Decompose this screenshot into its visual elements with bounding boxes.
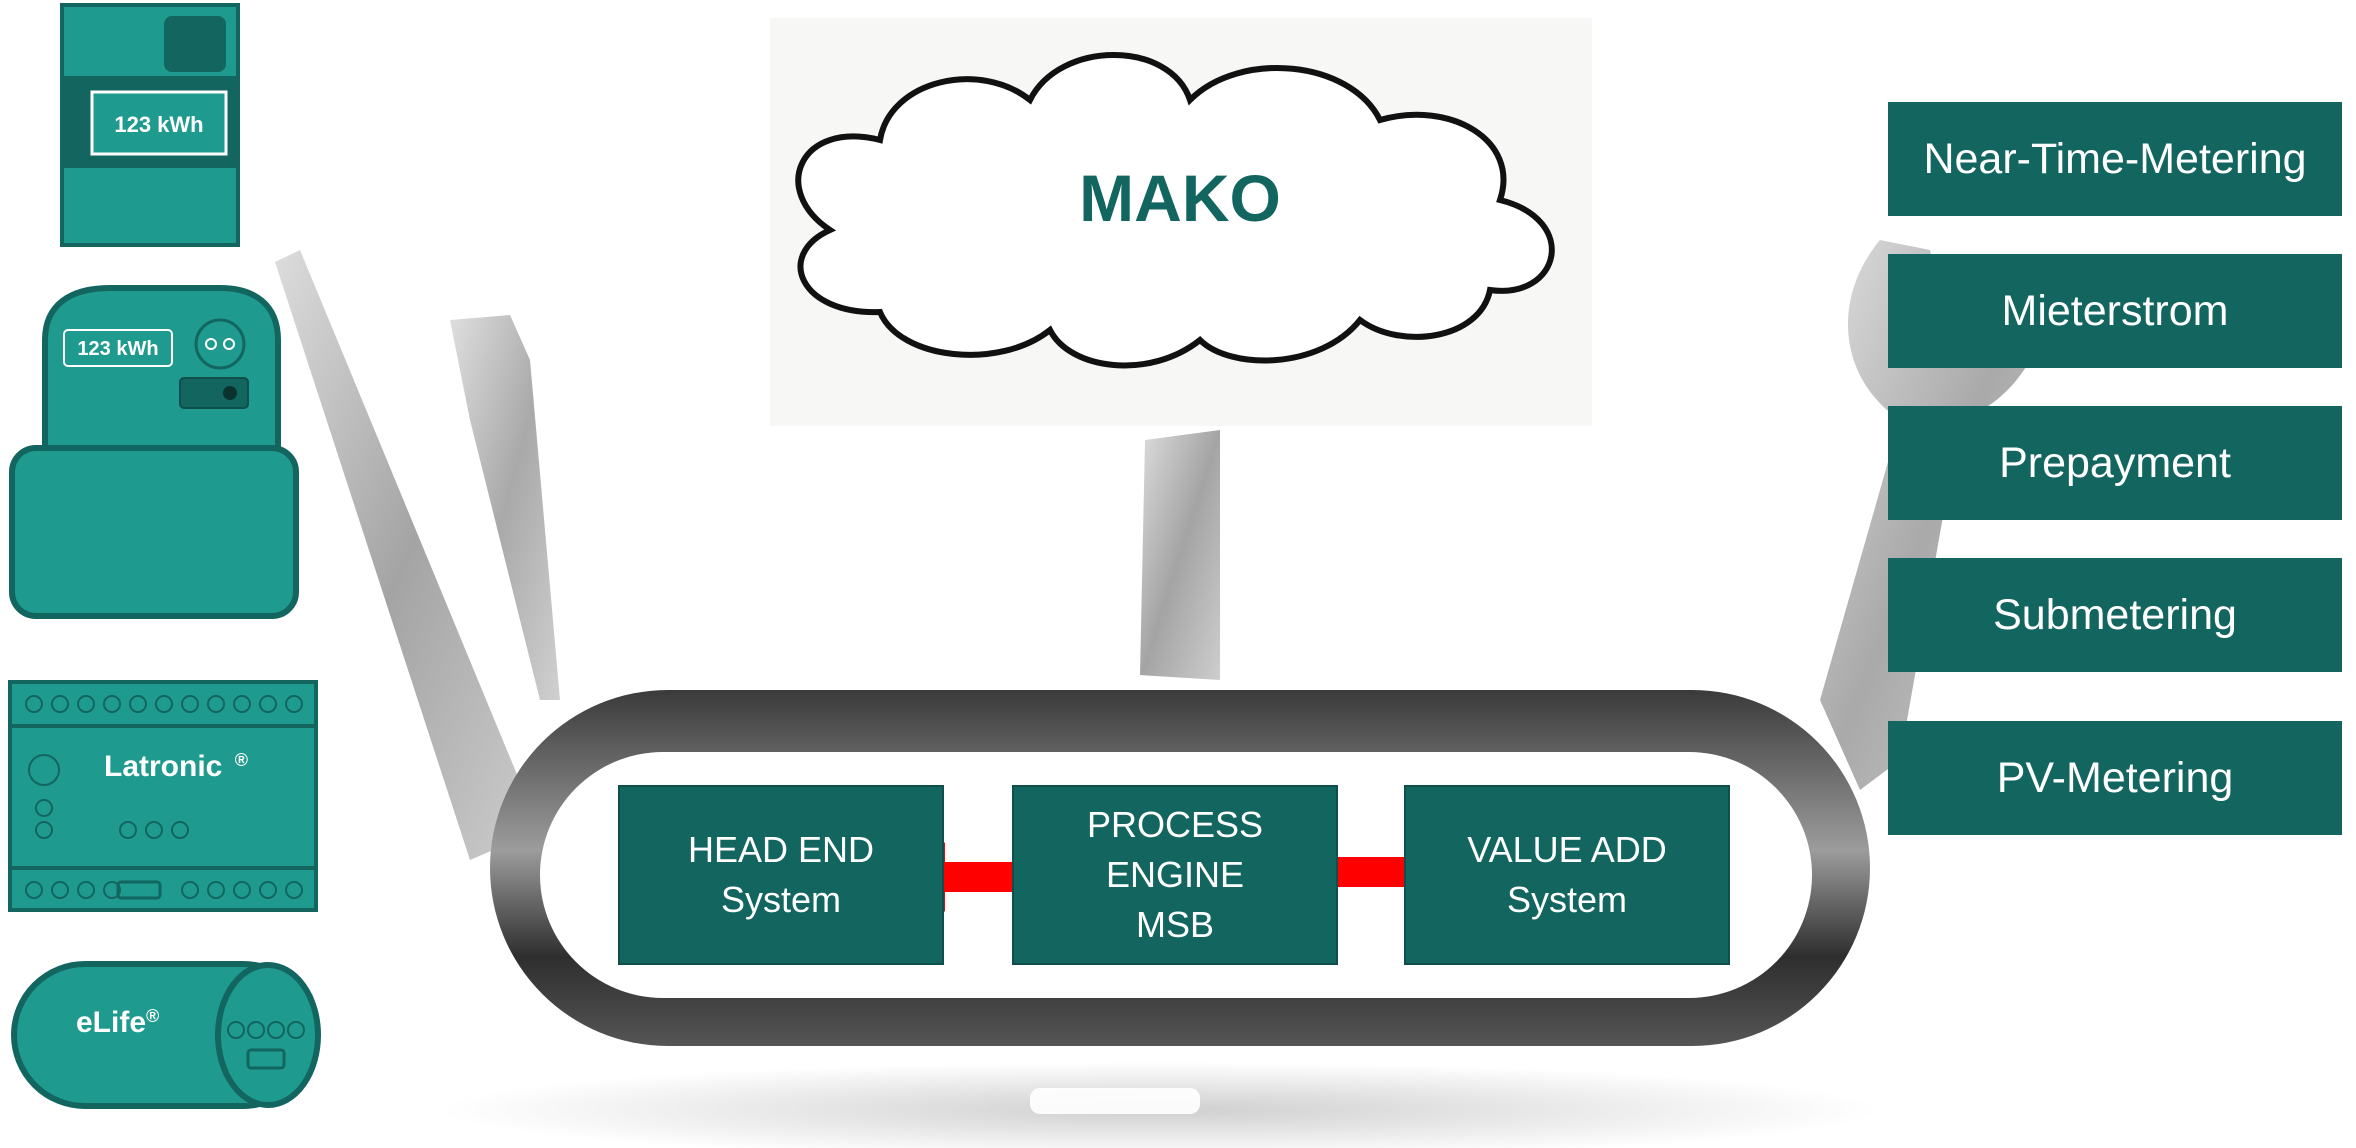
cloud-label: MAKO <box>1079 161 1281 235</box>
smart-meter-rounded <box>9 285 299 619</box>
latronic-device <box>8 680 318 912</box>
elife-name: eLife <box>76 1006 147 1039</box>
cloud-shape <box>795 52 1555 369</box>
elife-label: eLife® <box>76 1006 159 1040</box>
head-end-system-box: HEAD END System <box>618 785 944 965</box>
latronic-name: Latronic <box>104 750 223 783</box>
service-near-time-metering: Near-Time-Metering <box>1888 102 2342 216</box>
elife-device <box>11 961 321 1109</box>
head-end-line1: HEAD END <box>687 829 875 870</box>
blade-slot <box>281 413 337 517</box>
meter-reading-rounded: 123 kWh <box>77 338 159 360</box>
smart-meter-top <box>60 3 240 247</box>
head-end-line2: System <box>720 879 842 920</box>
process-engine-line1: PROCESS <box>1086 804 1264 845</box>
meter-reading-top: 123 kWh <box>114 112 204 137</box>
service-prepayment: Prepayment <box>1888 406 2342 520</box>
value-add-system-box: VALUE ADD System <box>1404 785 1730 965</box>
latronic-registered-mark: ® <box>234 750 248 770</box>
shadow-cross <box>1030 1088 1200 1114</box>
long-blade <box>275 250 540 860</box>
process-engine-line3: MSB <box>1135 904 1214 945</box>
process-engine-box: PROCESS ENGINE MSB <box>1012 785 1338 965</box>
value-add-line2: System <box>1506 879 1628 920</box>
service-pv-metering: PV-Metering <box>1888 721 2342 835</box>
latronic-label: Latronic ® <box>104 750 248 784</box>
center-blade <box>1140 430 1220 680</box>
value-add-line1: VALUE ADD <box>1467 829 1667 870</box>
process-engine-line2: ENGINE <box>1105 854 1245 895</box>
service-mieterstrom: Mieterstrom <box>1888 254 2342 368</box>
small-blade <box>450 315 560 700</box>
service-submetering: Submetering <box>1888 558 2342 672</box>
elife-registered-mark: ® <box>146 1006 160 1026</box>
